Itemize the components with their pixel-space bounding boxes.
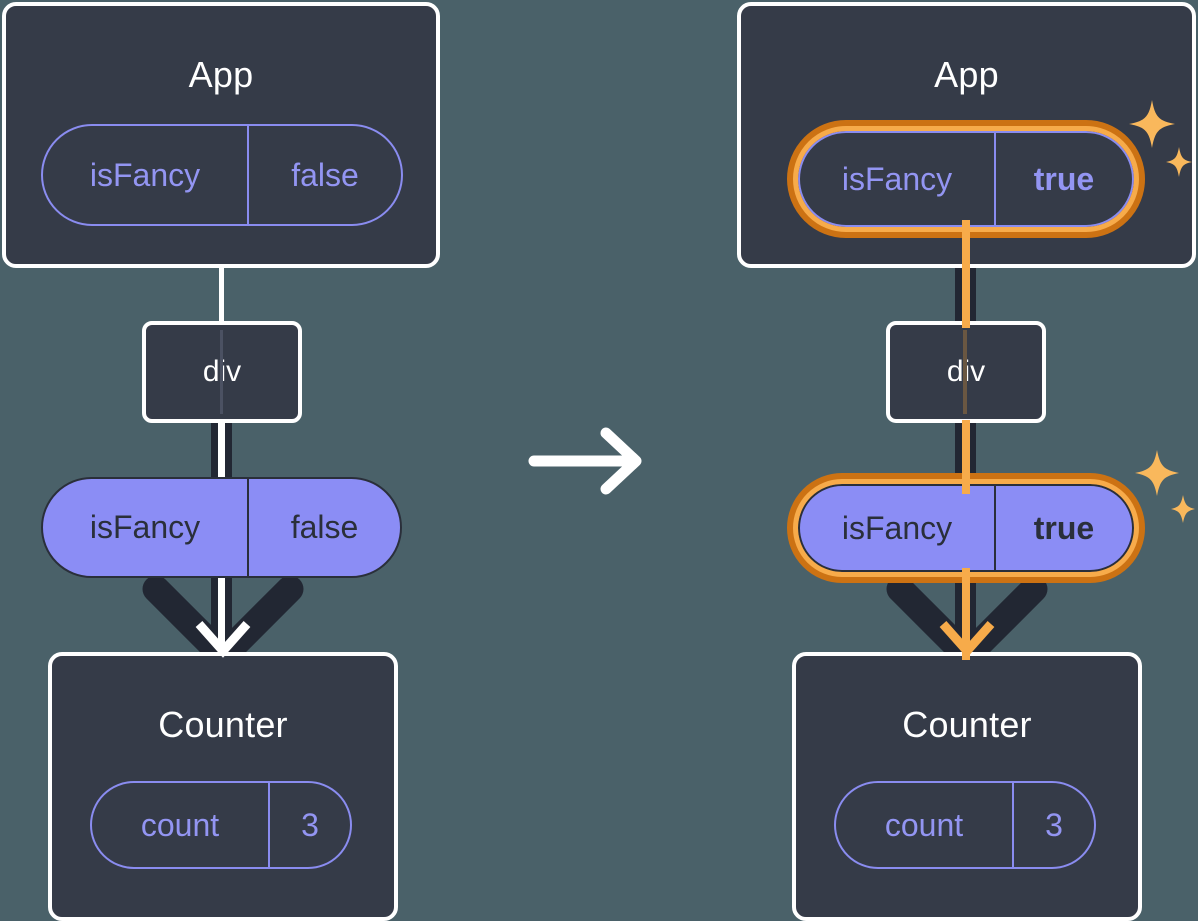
prop-key-after: isFancy <box>841 509 953 546</box>
transition-arrow-right-icon <box>528 427 642 495</box>
connector-prop-to-counter-core-after <box>962 568 970 660</box>
prop-value-before: false <box>290 509 359 545</box>
app-state-key-after: isFancy <box>841 160 953 197</box>
app-title-before: App <box>188 54 254 95</box>
connector-prop-to-counter-core-before <box>218 572 225 660</box>
connector-div-to-prop-core-before <box>218 420 225 494</box>
counter-state-pill-before: count 3 <box>90 781 352 869</box>
app-title-after: App <box>934 54 999 95</box>
counter-state-pill-after: count 3 <box>834 781 1096 869</box>
counter-state-value-after: 3 <box>1045 806 1063 843</box>
counter-state-key-before: count <box>140 806 220 843</box>
app-state-pill-after: isFancy true <box>798 131 1134 227</box>
pill-divider <box>247 479 249 576</box>
connector-through-div-after <box>963 330 967 414</box>
pill-divider <box>994 133 996 225</box>
app-state-pill-before: isFancy false <box>41 124 403 226</box>
arrow-head-orange-after <box>939 621 995 658</box>
sparkle-icon-prop-after <box>1135 450 1195 523</box>
app-state-key-before: isFancy <box>89 156 201 193</box>
counter-title-before: Counter <box>158 704 288 745</box>
connector-app-to-div-core-after <box>962 220 970 328</box>
arrow-head-white-before <box>195 621 251 658</box>
counter-title-after: Counter <box>902 704 1032 745</box>
connector-app-to-div-before <box>219 262 224 324</box>
connector-through-div-before <box>220 330 223 414</box>
pill-divider <box>268 783 270 867</box>
counter-state-value-before: 3 <box>301 806 319 843</box>
prop-pill-after: isFancy true <box>798 484 1134 572</box>
pill-divider <box>247 126 249 224</box>
connector-div-to-prop-core-after <box>962 420 970 494</box>
app-state-value-before: false <box>291 156 359 193</box>
pill-divider <box>994 486 996 570</box>
prop-value-after: true <box>1033 509 1095 546</box>
prop-pill-before: isFancy false <box>41 477 402 578</box>
counter-state-key-after: count <box>884 806 964 843</box>
pill-divider <box>1012 783 1014 867</box>
sparkle-icon-app-after <box>1129 100 1192 177</box>
prop-key-before: isFancy <box>89 509 201 545</box>
app-state-value-after: true <box>1033 160 1095 197</box>
